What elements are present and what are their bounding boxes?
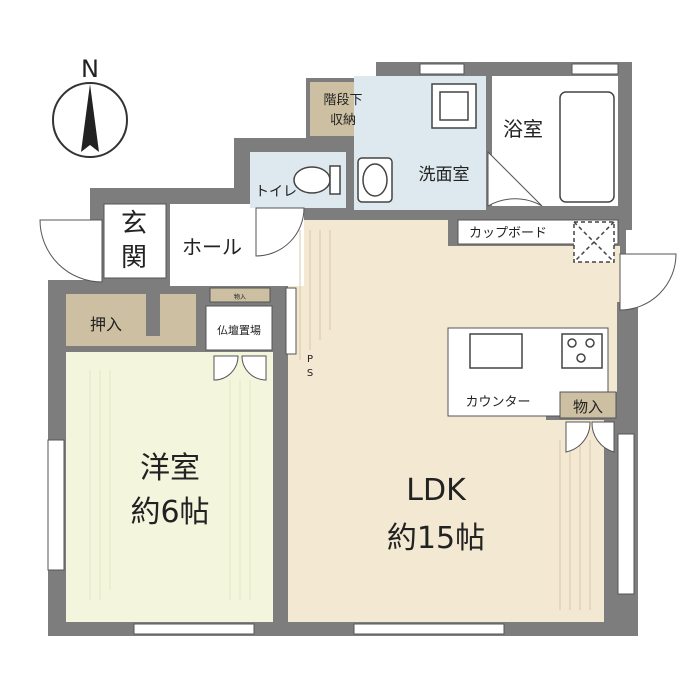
ldk-label: LDK <box>406 473 467 508</box>
compass-letter: N <box>81 55 99 83</box>
entrance-label-1: 玄 <box>121 209 147 239</box>
under-stair-label-1: 階段下 <box>323 93 362 108</box>
storage-label: 物入 <box>573 398 603 416</box>
windows <box>47 63 635 635</box>
western-room-size: 約6帖 <box>130 495 209 530</box>
small-tag-label: 物入 <box>234 293 246 301</box>
entrance-floor <box>103 203 167 279</box>
under-stair-label-2: 収納 <box>330 113 356 128</box>
compass: N <box>52 55 128 158</box>
bath-label: 浴室 <box>503 117 543 141</box>
ps-label-s: S <box>307 368 313 379</box>
cupboard-label: カップボード <box>469 226 547 241</box>
doors <box>39 150 677 453</box>
washroom-label: 洗面室 <box>419 165 470 185</box>
butsudan-area <box>205 305 273 351</box>
stove-icon <box>561 333 603 369</box>
oshiire-closet <box>66 294 196 346</box>
washer-drain-icon <box>439 91 469 121</box>
butsudan-label: 仏壇置場 <box>217 323 261 337</box>
side-door <box>619 253 677 311</box>
entrance-door <box>39 219 103 283</box>
ldk-size: 約15帖 <box>387 521 485 556</box>
small-storage-tag <box>209 287 271 303</box>
butsudan-door-right <box>241 355 267 381</box>
toilet-tank-icon <box>329 165 341 195</box>
labels: 洋室 約6帖 LDK 約15帖 浴室 洗面室 トイレ 玄 関 ホール 押入 仏壇… <box>90 93 603 556</box>
western-hatching <box>89 370 251 600</box>
kitchen-sink-icon <box>469 333 523 369</box>
ps-label-p: P <box>307 354 313 365</box>
ps-shaft <box>285 287 297 355</box>
floor-hatching <box>299 230 591 610</box>
compass-circle <box>52 82 128 158</box>
toilet-door <box>255 207 305 257</box>
counter-label: カウンター <box>465 395 530 410</box>
hall-label: ホール <box>182 235 242 259</box>
oshiire-divider <box>146 294 160 336</box>
basin-bowl-icon <box>362 163 388 197</box>
storage-door-right <box>591 421 615 453</box>
toilet-bowl-icon <box>293 166 331 194</box>
ldk-floor <box>288 220 620 622</box>
bath-door <box>487 150 543 207</box>
butsudan-door-left <box>213 355 239 381</box>
entrance-label-2: 関 <box>121 243 147 273</box>
bathtub-icon <box>559 91 615 203</box>
oshiire-label: 押入 <box>90 315 122 334</box>
storage-closet <box>559 391 617 419</box>
storage-door-left <box>565 421 591 453</box>
toilet-label: トイレ <box>255 184 297 200</box>
fixtures <box>293 83 615 369</box>
western-room-label: 洋室 <box>140 451 200 486</box>
north-arrow-icon <box>81 84 99 152</box>
western-room-floor <box>66 352 273 622</box>
